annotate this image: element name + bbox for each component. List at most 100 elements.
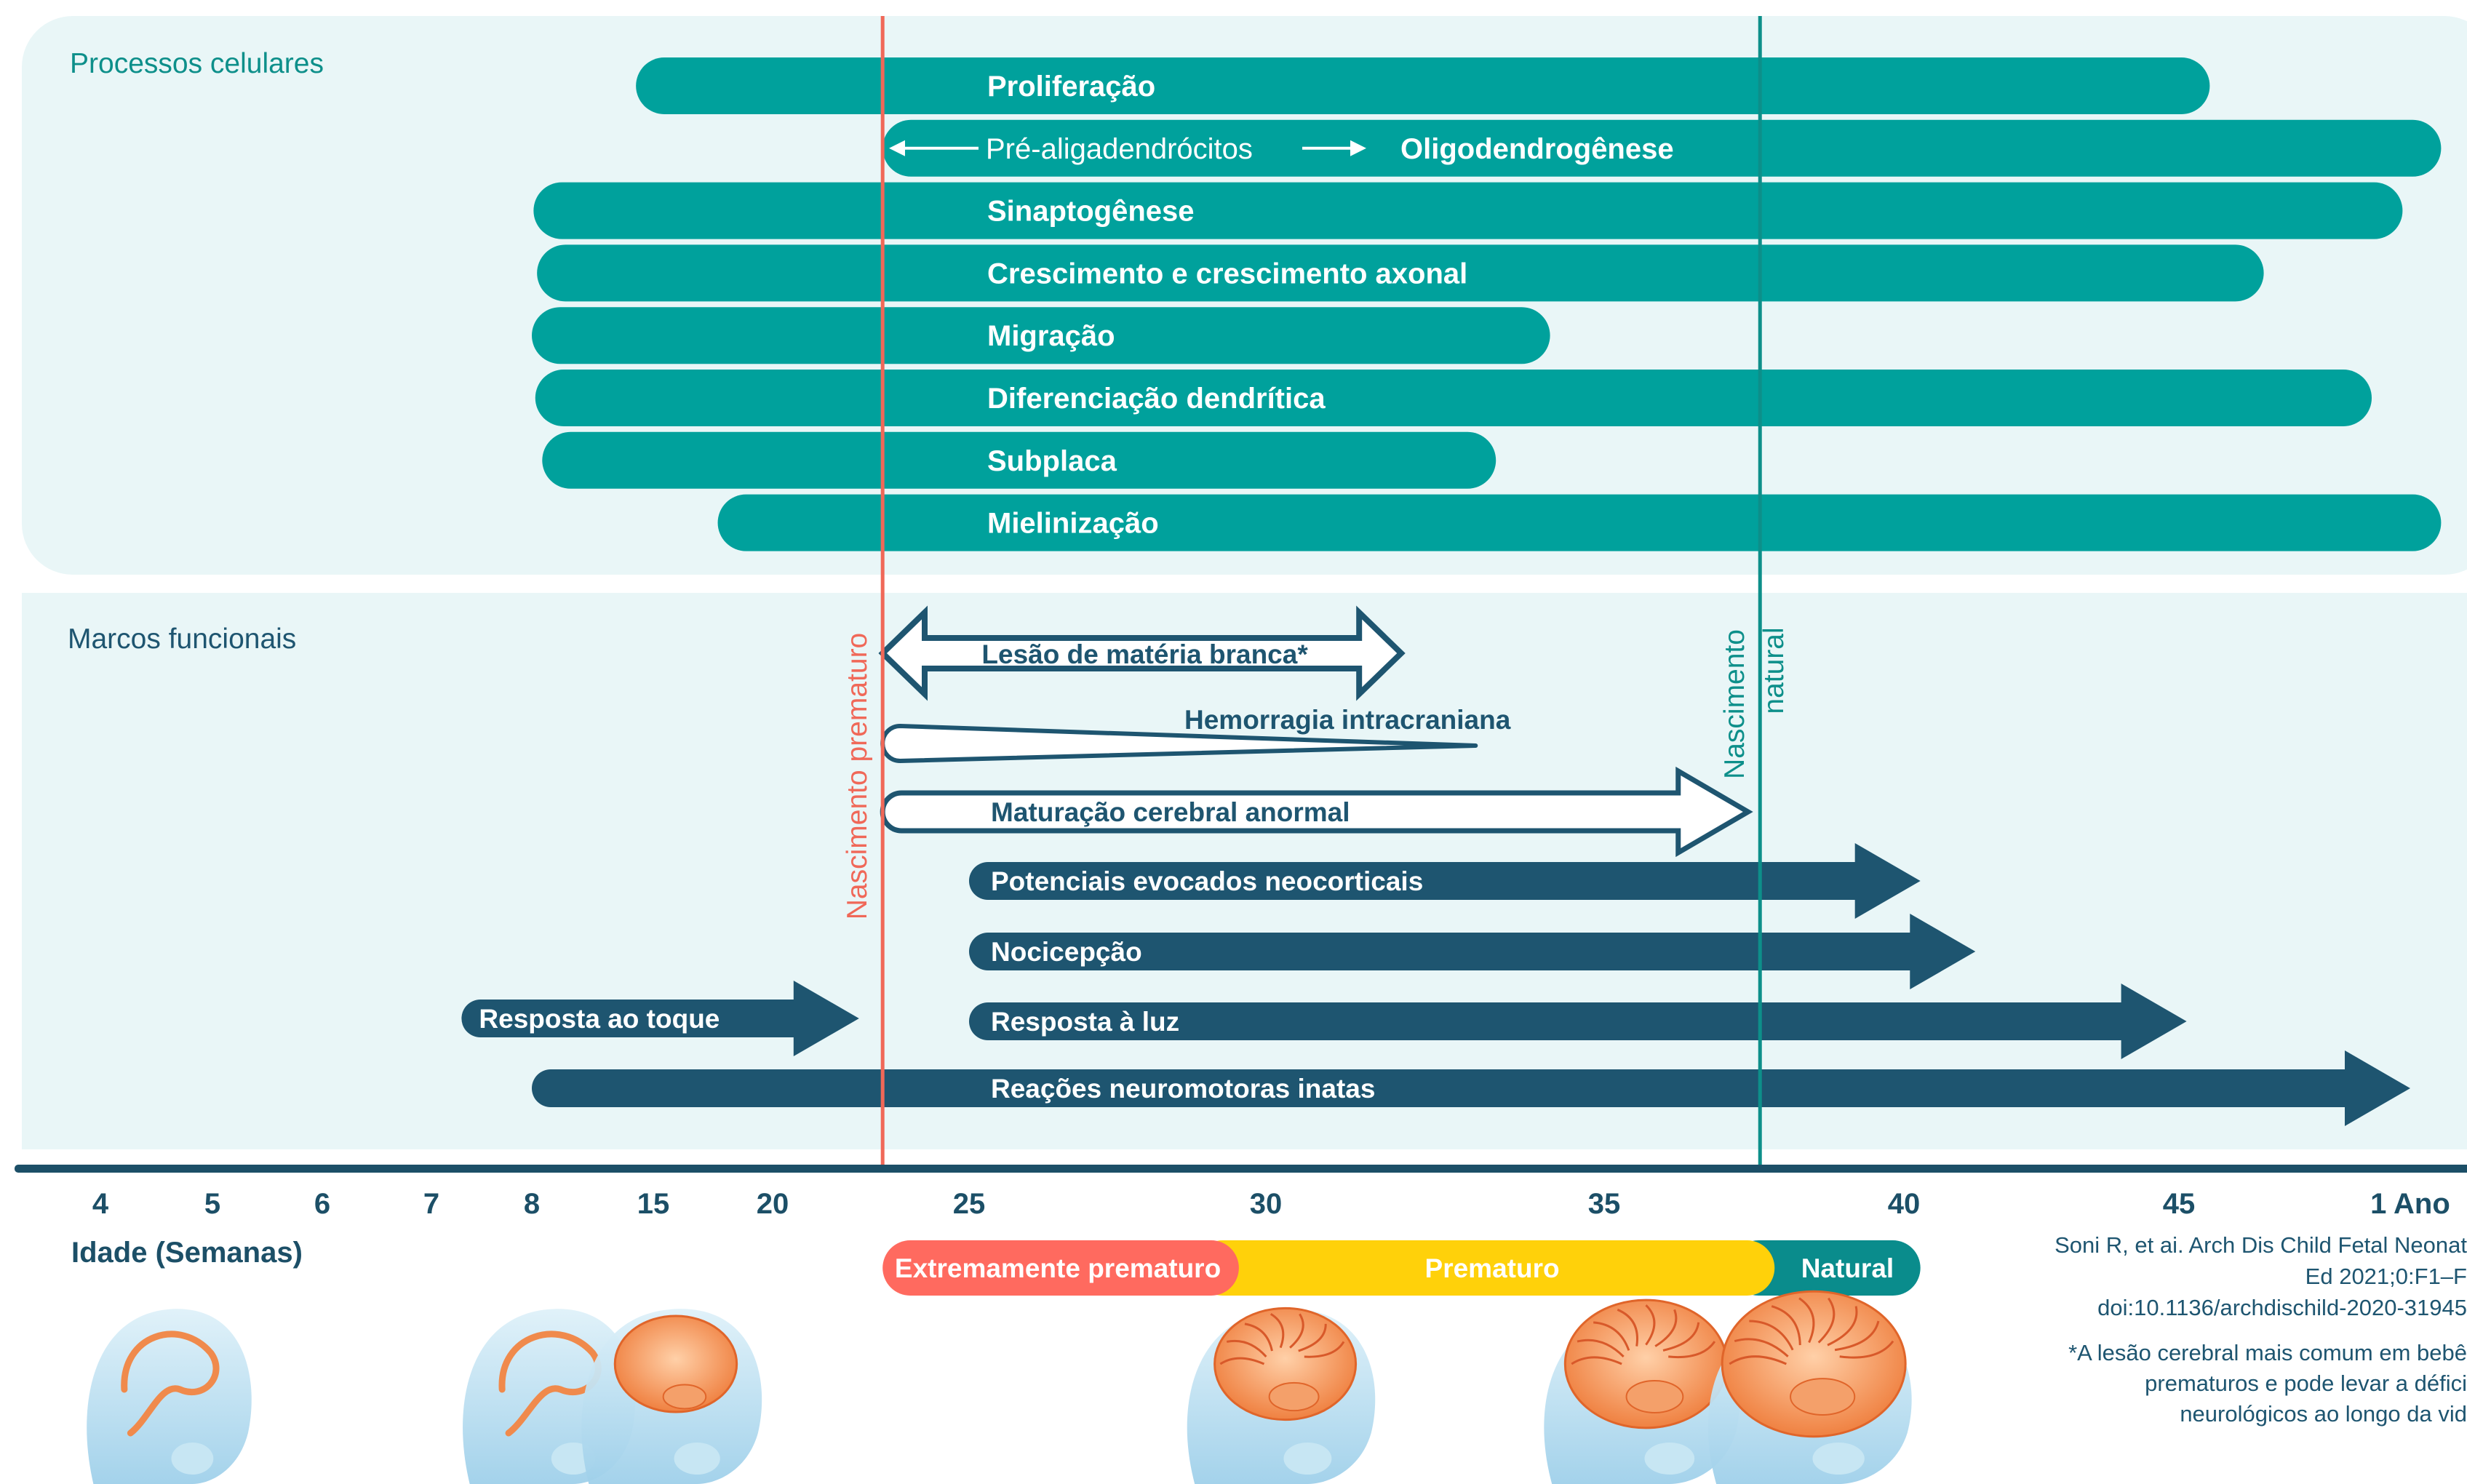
fetus-hand (674, 1443, 720, 1475)
brain-fold (1270, 1312, 1285, 1349)
milestones-title: Marcos funcionais (68, 623, 296, 655)
stage-natural (1731, 1240, 1921, 1296)
cerebellum (1268, 1381, 1320, 1412)
neural-tube (121, 1331, 220, 1437)
brain (1213, 1307, 1358, 1421)
axis-tick-label: 15 (637, 1188, 670, 1220)
milestone-label: Nocicepção (991, 937, 1142, 967)
brain-fold (1593, 1321, 1630, 1351)
stage-label: Extremamente prematuro (895, 1253, 1221, 1283)
fetus-36-weeks-illustration (1544, 1298, 1740, 1484)
axis-tick-label: 7 (423, 1188, 439, 1220)
process-bar (882, 119, 2442, 177)
process-label: Mielinização (987, 508, 1159, 540)
process-label: Sinaptogênese (987, 196, 1195, 228)
preterm-birth-label: Nascimento prematuro (842, 633, 873, 920)
brain-fold (1617, 1308, 1638, 1347)
milestone-double-arrow (878, 605, 1406, 701)
brain-fold (1654, 1309, 1678, 1347)
milestone-label: Hemorragia intracraniana (1184, 705, 1511, 735)
birth-markers: Nascimento prematuro Nascimento natural (842, 16, 1790, 1168)
fetus-15-weeks-illustration (581, 1309, 762, 1484)
axis-tick-label: 30 (1250, 1188, 1283, 1220)
footnote-line-2: prematuros e pode levar a défici (2145, 1371, 2467, 1396)
axis-tick-label: 5 (204, 1188, 220, 1220)
brain-fold (1834, 1320, 1880, 1352)
brain-fold (1817, 1297, 1836, 1344)
axis-tick-label: 4 (92, 1188, 109, 1220)
milestone-arrows: Lesão de matéria branca* Hemorragia intra… (461, 605, 2410, 1126)
axis-tick-label: 40 (1888, 1188, 1921, 1220)
process-label: Crescimento e crescimento axonal (987, 258, 1467, 290)
fetus-hand (171, 1443, 214, 1475)
brain-fold (1226, 1339, 1267, 1358)
brain-fold (1749, 1320, 1794, 1351)
process-label: Migração (987, 320, 1115, 352)
brain-fold (1662, 1322, 1700, 1352)
cerebellum (1625, 1380, 1684, 1413)
process-label: Diferenciação dendrítica (987, 383, 1326, 415)
axis-tick-label: 35 (1588, 1188, 1621, 1220)
stage-extremely-premature (882, 1240, 1239, 1296)
brain-fold (1298, 1323, 1327, 1352)
citation-line-1: Soni R, et ai. Arch Dis Child Fetal Neon… (2054, 1232, 2467, 1258)
fetus-hand (1283, 1443, 1332, 1475)
citation: Soni R, et ai. Arch Dis Child Fetal Neon… (2054, 1232, 2467, 1320)
milestone-outline-arrow (880, 766, 1753, 858)
brain-fold (1577, 1339, 1625, 1357)
brain-fold (1798, 1297, 1815, 1344)
axis-tick-label: 6 (314, 1188, 330, 1220)
process-bar (535, 370, 2372, 426)
brain-fold (1219, 1357, 1265, 1365)
brain-fold (1771, 1305, 1801, 1346)
process-bar (537, 244, 2264, 302)
age-axis-line (15, 1165, 2467, 1173)
milestone-label: Maturação cerebral anormal (991, 797, 1350, 827)
fetus-hand (1644, 1443, 1695, 1475)
process-bar (533, 182, 2403, 239)
milestone-solid-arrow (969, 843, 1921, 919)
milestone-label: Lesão de matéria branca* (981, 639, 1308, 669)
term-birth-label-line-1: Nascimento (1719, 629, 1750, 779)
arrow-head-right (1350, 140, 1366, 156)
brain (613, 1315, 738, 1413)
citation-line-3: doi:10.1136/archdischild-2020-31945 (2097, 1295, 2467, 1320)
axis-tick-label: 20 (757, 1188, 789, 1220)
axis-tick-label: 8 (524, 1188, 540, 1220)
fetus-40-weeks-illustration (1707, 1290, 1912, 1484)
brain (1721, 1290, 1907, 1438)
footnote-line-3: neurológicos ao longo da vid (2180, 1401, 2467, 1427)
milestone-solid-arrow (969, 984, 2187, 1059)
brain-fold (1244, 1323, 1273, 1352)
brain-fold (1827, 1306, 1858, 1347)
brain-fold (1668, 1341, 1716, 1359)
stage-label: Natural (1801, 1253, 1894, 1283)
brain-fold (1645, 1304, 1656, 1346)
fetus-30-weeks-illustration (1187, 1307, 1376, 1484)
stage-premature (1195, 1240, 1775, 1296)
cerebellum (662, 1384, 707, 1410)
milestone-solid-arrow (532, 1050, 2410, 1126)
axis-tick-label: 25 (953, 1188, 986, 1220)
term-birth-label-line-2: natural (1758, 627, 1790, 714)
fetus-4-weeks-illustration (87, 1309, 252, 1484)
axis-tick-label: 1 Ano (2370, 1188, 2450, 1220)
brain-fold (1289, 1313, 1304, 1349)
process-bar (717, 494, 2442, 551)
footnote-line-1: *A lesão cerebral mais comum em bebê (2068, 1340, 2467, 1365)
milestone-label: Reações neuromotoras inatas (991, 1074, 1375, 1104)
processes-title: Processos celulares (70, 48, 324, 79)
milestone-label: Potenciais evocados neocorticais (991, 866, 1423, 896)
brain-fold (1839, 1340, 1894, 1359)
process-prefix-label: Pré-aligadendrócitos (986, 133, 1253, 165)
process-label: Proliferação (987, 71, 1155, 103)
process-bar (532, 307, 1550, 364)
brain-fold (1734, 1338, 1789, 1357)
milestone-label: Resposta à luz (991, 1007, 1179, 1037)
brain-fold (1571, 1356, 1622, 1365)
process-label: Subplaca (987, 445, 1117, 477)
